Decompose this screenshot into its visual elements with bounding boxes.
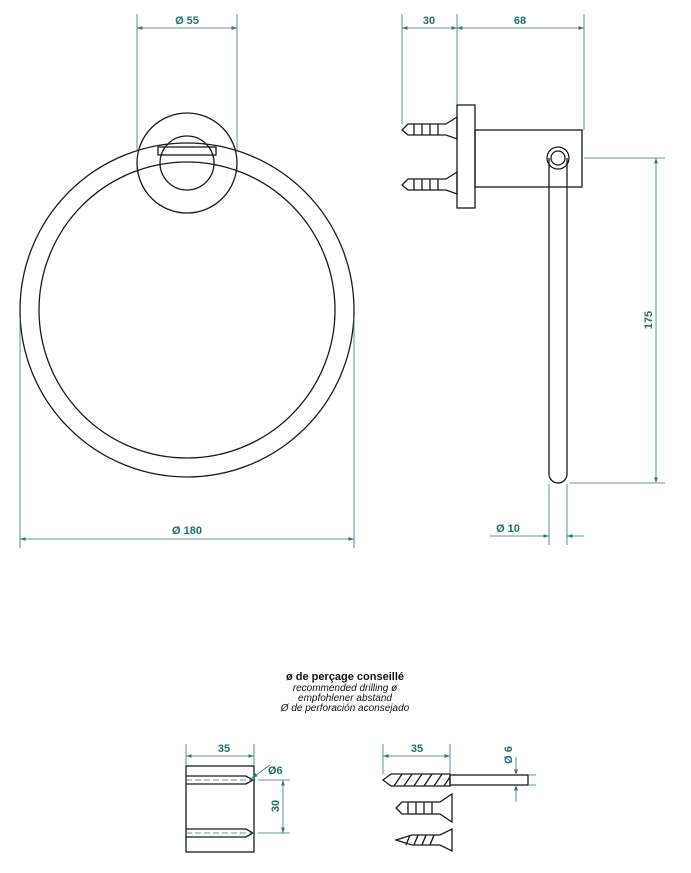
ring-diameter-label: Ø 180 (172, 525, 202, 537)
rod-diameter-dimension: Ø 10 (490, 484, 584, 545)
ring-diameter-dimension: Ø 180 (19, 318, 355, 548)
ring-holder-knob (159, 135, 215, 191)
drill-bit (381, 773, 529, 787)
wall-depth-dimension: 30 (401, 14, 458, 124)
caption-german: empfohlener abstand (298, 693, 392, 704)
wall-anchor-upper (401, 115, 458, 140)
bit-depth-dimension: 35 (382, 743, 451, 774)
bit-depth-label: 35 (411, 743, 423, 755)
caption-english: recommended drilling ø (293, 683, 398, 694)
bit-diameter-dimension: Ø 6 (503, 746, 536, 802)
wall-plate (456, 104, 476, 209)
hole-spacing-label: 30 (270, 800, 282, 812)
side-view (401, 104, 583, 484)
wall-anchor-lower (401, 170, 458, 195)
wall-depth-label: 30 (423, 15, 435, 27)
caption-spanish: Ø de perforación aconsejado (280, 703, 410, 714)
ring-holder-clip (157, 146, 217, 156)
wall-anchor-detail (395, 792, 453, 824)
ring-drop-dimension: 175 (570, 157, 665, 484)
hole-diameter-label: Ø6 (268, 765, 283, 777)
block-depth-label: 35 (218, 743, 230, 755)
rosette-diameter-label: Ø 55 (175, 15, 199, 27)
rosette-outline (136, 112, 238, 214)
hole-diameter-dimension: Ø6 (251, 764, 283, 779)
ring-rod-side (548, 158, 568, 484)
drilling-caption: ø de perçage conseillé recommended drill… (280, 671, 410, 714)
projection-label: 68 (514, 15, 526, 27)
ring-drop-label: 175 (643, 311, 655, 329)
rod-joint (546, 146, 570, 170)
rod-diameter-label: Ø 10 (496, 523, 520, 535)
wall-section-detail (185, 765, 258, 853)
projection-dimension: 68 (457, 14, 585, 130)
ring-outer (19, 142, 355, 478)
front-view (19, 112, 355, 478)
hole-spacing-dimension: 30 (258, 779, 290, 834)
bit-diameter-label: Ø 6 (503, 746, 515, 764)
screw-detail (393, 827, 453, 853)
arm-body (474, 129, 583, 188)
block-depth-dimension: 35 (185, 743, 255, 766)
caption-title: ø de perçage conseillé (286, 671, 404, 683)
rosette-diameter-dimension: Ø 55 (136, 14, 238, 150)
ring-inner (38, 161, 336, 459)
wall-section (185, 765, 255, 853)
